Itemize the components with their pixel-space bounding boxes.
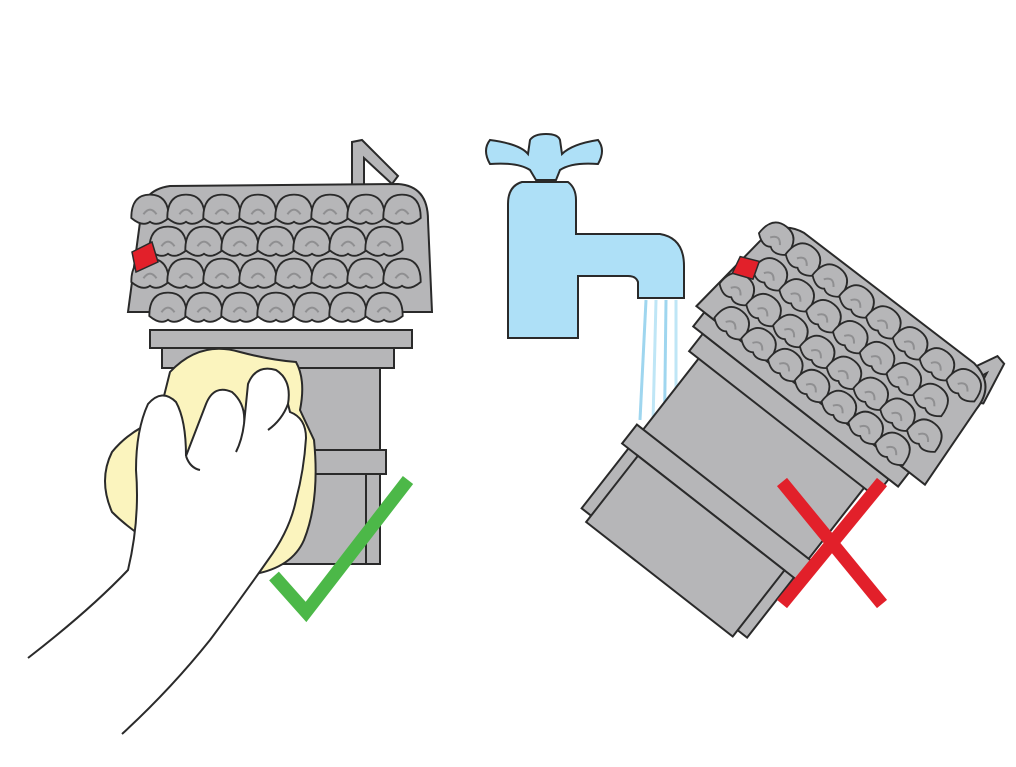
cyclone-collar — [149, 329, 413, 349]
cyclone-cone-shade — [178, 208, 194, 215]
cyclone-cone-shade — [394, 272, 410, 279]
cyclone-cone-shade — [957, 382, 969, 392]
tap-body — [507, 181, 685, 339]
bin-base — [584, 454, 786, 638]
cyclone-cone-shade — [286, 208, 302, 215]
cyclone-cone-shade — [232, 240, 248, 247]
cyclone-cone-shade — [304, 240, 320, 247]
cyclone-cones — [130, 193, 422, 323]
cyclone-cone-shade — [918, 432, 930, 443]
cyclone-cone-shade — [790, 292, 802, 302]
cyclone-cones — [713, 221, 982, 466]
cyclone-cone-shade — [823, 277, 835, 287]
hand — [27, 367, 308, 735]
cyclone-cone-shade — [178, 272, 194, 279]
cyclone-cone-shade — [322, 208, 338, 215]
cyclone-cone-shade — [810, 348, 822, 359]
cyclone-cone-shade — [903, 340, 915, 350]
cyclone-cone-shade — [376, 240, 392, 247]
cyclone-cone-shade — [897, 376, 909, 386]
check-mark-icon — [269, 476, 414, 623]
cyclone-cone-shade — [286, 272, 302, 279]
cyclone-cone-shade — [877, 319, 889, 329]
cyclone-cone-shade — [870, 355, 882, 365]
cyclone-cone-shade — [752, 341, 764, 351]
cyclone-cone-shade — [864, 390, 876, 401]
cyclone-cone-shade — [769, 235, 781, 246]
cyclone-cone-shade — [837, 369, 849, 380]
cyclone-cone-shade — [214, 208, 230, 215]
cyclone-cone-shade — [843, 334, 855, 344]
cyclone-cone-shade — [805, 383, 817, 393]
cyclone-cone-shade — [142, 272, 158, 279]
cyclone-cone-shade — [250, 208, 266, 215]
hand-finger-line — [267, 403, 289, 431]
cyclone-cone-shade — [859, 424, 871, 435]
cyclone-cone — [906, 418, 943, 453]
cyclone-cone-shade — [886, 445, 898, 456]
release-button — [731, 255, 761, 281]
cyclone-cone-shade — [358, 208, 374, 215]
cyclone-cone-shade — [358, 272, 374, 279]
cyclone-cone-shade — [832, 403, 844, 414]
cyclone-cone-shade — [924, 397, 936, 407]
cyclone-cone-shade — [160, 240, 176, 247]
cyclone-cone-shade — [930, 361, 942, 371]
cyclone-cone-shade — [784, 328, 796, 338]
cyclone-cone-shade — [340, 240, 356, 247]
cyclone-cone-shade — [891, 411, 903, 422]
cyclone-cone-shade — [376, 306, 392, 313]
cyclone-cone-shade — [850, 298, 862, 308]
release-button — [131, 240, 159, 274]
cyclone-cone-shade — [250, 272, 266, 279]
cyclone-cone-shade — [730, 286, 742, 296]
cyclone-cone-shade — [757, 307, 769, 317]
cyclone-cone-shade — [763, 271, 775, 281]
cyclone-cone-shade — [340, 306, 356, 313]
cyclone-cone-shade — [817, 313, 829, 323]
water-tap — [485, 132, 685, 339]
cyclone-cone-shade — [196, 240, 212, 247]
cyclone-cone-shade — [196, 306, 212, 313]
cyclone-cone-shade — [304, 306, 320, 313]
cross-mark-icon — [776, 477, 888, 609]
hand-finger-line — [185, 455, 201, 471]
cyclone-cone — [874, 431, 911, 466]
hand-finger-line — [235, 423, 245, 453]
cyclone-cone-shade — [142, 208, 158, 215]
tap-handle — [485, 132, 603, 181]
cyclone-unit-tilted — [580, 221, 1006, 639]
cyclone-cone — [945, 368, 982, 403]
cyclone-cone-shade — [394, 208, 410, 215]
cyclone-cone-shade — [778, 362, 791, 372]
cyclone-cone-shade — [232, 306, 248, 313]
cyclone-cone-shade — [268, 240, 284, 247]
cyclone-cone-shade — [796, 256, 808, 267]
cyclone-cone-shade — [214, 272, 230, 279]
cyclone-cone-shade — [268, 306, 284, 313]
cyclone-cone-shade — [725, 320, 737, 330]
cyclone-cone-shade — [160, 306, 176, 313]
cyclone-cone-shade — [322, 272, 338, 279]
cyclone-cone — [912, 382, 949, 418]
